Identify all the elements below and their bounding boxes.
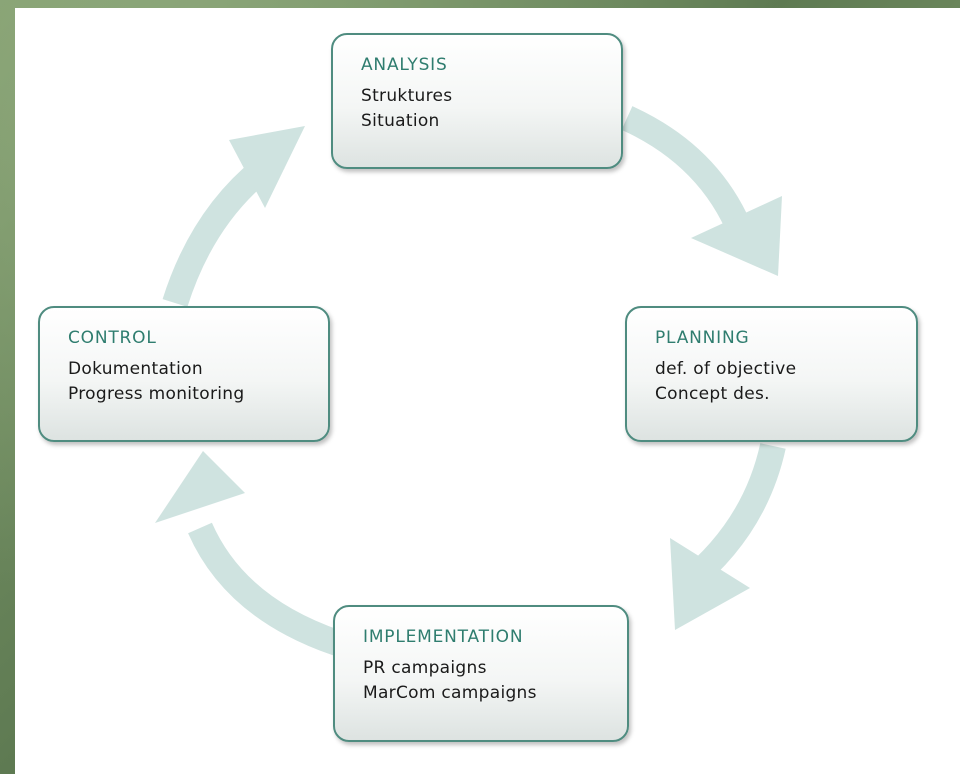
cycle-arrows bbox=[155, 106, 786, 656]
stage-control-line1: Dokumentation bbox=[68, 359, 203, 379]
diagram-canvas: ANALYSIS Struktures Situation PLANNING d… bbox=[15, 8, 960, 774]
stage-control-line2: Progress monitoring bbox=[68, 384, 245, 404]
stage-analysis-line1: Struktures bbox=[361, 86, 453, 106]
arrowhead-planning bbox=[691, 196, 782, 276]
stage-planning-line2: Concept des. bbox=[655, 384, 770, 404]
arrowhead-control bbox=[155, 451, 245, 523]
arrowhead-analysis bbox=[229, 126, 305, 208]
arrow-implementation-to-control bbox=[188, 522, 342, 656]
stage-analysis-heading: ANALYSIS bbox=[361, 55, 448, 75]
stage-control-box: CONTROL Dokumentation Progress monitorin… bbox=[38, 306, 330, 442]
stage-implementation-heading: IMPLEMENTATION bbox=[363, 627, 524, 647]
stage-planning-box: PLANNING def. of objective Concept des. bbox=[625, 306, 918, 442]
stage-implementation-line2: MarCom campaigns bbox=[363, 683, 537, 703]
stage-planning-line1: def. of objective bbox=[655, 359, 797, 379]
stage-analysis-box: ANALYSIS Struktures Situation bbox=[331, 33, 623, 169]
stage-implementation-box: IMPLEMENTATION PR campaigns MarCom campa… bbox=[333, 605, 629, 742]
stage-implementation-line1: PR campaigns bbox=[363, 658, 487, 678]
stage-control-heading: CONTROL bbox=[68, 328, 157, 348]
arrowhead-implementation bbox=[670, 538, 750, 630]
stage-planning-heading: PLANNING bbox=[655, 328, 750, 348]
stage-analysis-line2: Situation bbox=[361, 111, 440, 131]
